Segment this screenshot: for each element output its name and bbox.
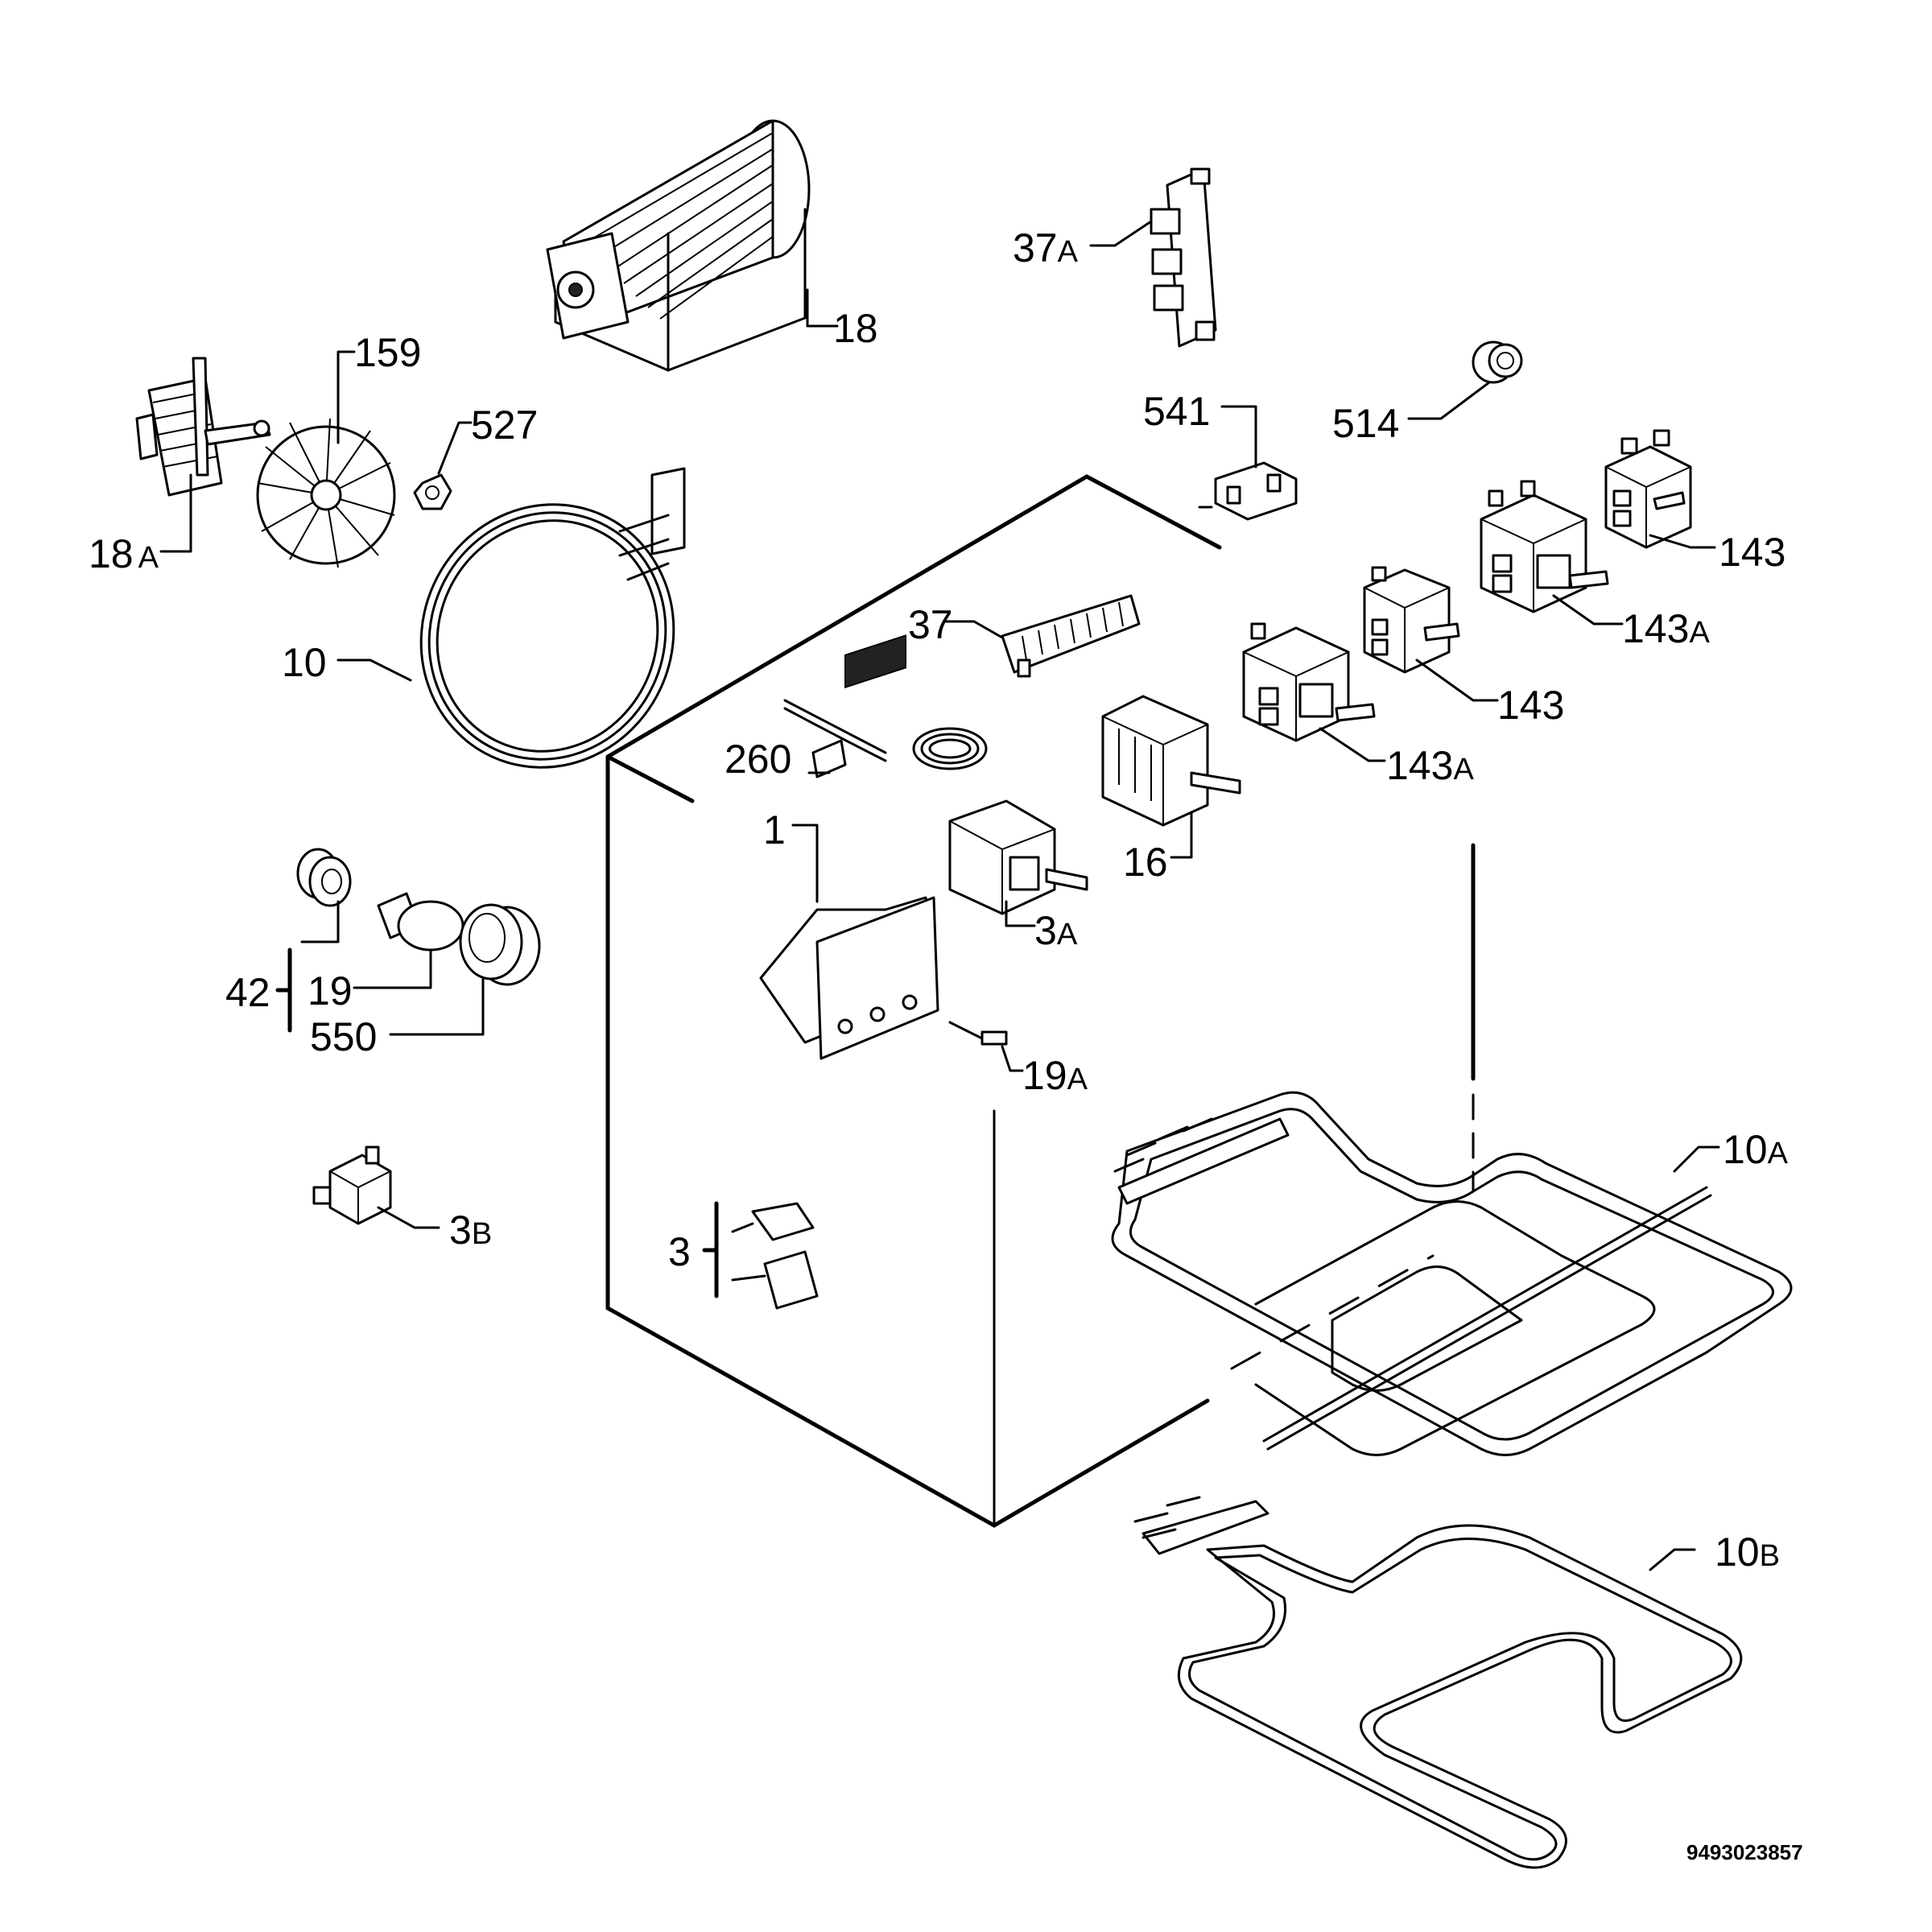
- brace-42: [275, 947, 292, 1033]
- terminal-block-part: [1001, 594, 1141, 678]
- grill-heating-element-part: [1111, 1091, 1793, 1456]
- leader-3B: [377, 1206, 440, 1229]
- leader-143A-lower: [1319, 727, 1386, 762]
- label-18: 18: [833, 306, 878, 351]
- label-143-middle: 143: [1497, 683, 1564, 728]
- label-527: 527: [471, 402, 538, 448]
- leader-19: [353, 948, 432, 989]
- relay-part: [312, 1146, 392, 1225]
- leader-19A: [1001, 1045, 1024, 1072]
- leader-550: [389, 976, 485, 1036]
- safety-thermostat-part: [1198, 461, 1298, 521]
- leader-10B: [1649, 1548, 1696, 1571]
- leader-10A: [1673, 1146, 1720, 1173]
- lamp-cover-part: [459, 903, 541, 986]
- label-10B: 10B: [1715, 1530, 1780, 1575]
- leader-527: [437, 421, 473, 475]
- label-3B: 3B: [449, 1208, 492, 1253]
- oven-cavity-outline: [605, 474, 1476, 1528]
- label-3A: 3A: [1034, 908, 1078, 953]
- leader-143A-upper: [1552, 594, 1624, 625]
- terminal-strip-37A-part: [1150, 167, 1217, 348]
- label-159: 159: [354, 330, 421, 375]
- label-16: 16: [1123, 840, 1168, 885]
- indicator-lamp-part: [948, 1021, 1008, 1046]
- circular-heating-element-part: [419, 467, 686, 769]
- bracket-set-part: [731, 1202, 819, 1310]
- leader-1: [791, 824, 819, 903]
- thermostat-part: [783, 699, 1088, 915]
- label-19A: 19A: [1022, 1053, 1088, 1098]
- label-143-top: 143: [1719, 530, 1785, 575]
- label-3: 3: [668, 1229, 691, 1274]
- leader-16: [1170, 811, 1193, 859]
- label-550: 550: [310, 1014, 377, 1059]
- leader-10: [336, 658, 412, 682]
- switch-143A-upper-part: [1480, 480, 1609, 613]
- switch-143-middle-part: [1363, 566, 1460, 674]
- selector-switch-part: [1101, 695, 1241, 827]
- label-1: 1: [763, 807, 786, 852]
- leader-18A: [159, 473, 192, 553]
- label-541: 541: [1143, 389, 1210, 434]
- label-10A: 10A: [1723, 1127, 1789, 1172]
- label-514: 514: [1332, 401, 1399, 446]
- label-37A: 37A: [1013, 225, 1079, 270]
- bottom-heating-element-part: [1133, 1496, 1743, 1869]
- pin-part: [807, 739, 847, 778]
- label-19: 19: [308, 968, 353, 1013]
- leader-143-top: [1649, 534, 1716, 549]
- leader-514: [1407, 381, 1491, 420]
- tangential-fan-part: [546, 119, 811, 372]
- fan-blade-part: [256, 418, 396, 568]
- label-42: 42: [225, 970, 270, 1015]
- leader-143-middle: [1415, 658, 1499, 702]
- nut-part: [413, 473, 452, 510]
- document-number: 9493023857: [1686, 1840, 1803, 1864]
- switch-143A-lower-part: [1242, 622, 1376, 742]
- leader-159: [336, 350, 356, 444]
- lamp-holder-part: [296, 848, 352, 907]
- leader-37: [944, 620, 1004, 639]
- leader-541: [1220, 405, 1257, 469]
- electronic-timer-part: [759, 634, 939, 1060]
- lamp-bulb-part: [377, 892, 464, 952]
- label-260: 260: [724, 737, 791, 782]
- label-37: 37: [908, 602, 953, 647]
- grommet-part: [1472, 341, 1523, 384]
- leader-37A: [1089, 220, 1153, 247]
- leader-3A: [1005, 900, 1036, 927]
- fan-motor-part: [135, 357, 271, 497]
- label-10: 10: [282, 640, 327, 685]
- switch-143-top-part: [1604, 429, 1692, 549]
- label-143A-lower: 143A: [1386, 743, 1474, 788]
- leader-18: [806, 288, 839, 328]
- brace-3: [702, 1201, 719, 1298]
- leader-42: [300, 900, 340, 943]
- label-143A-upper: 143A: [1622, 606, 1710, 651]
